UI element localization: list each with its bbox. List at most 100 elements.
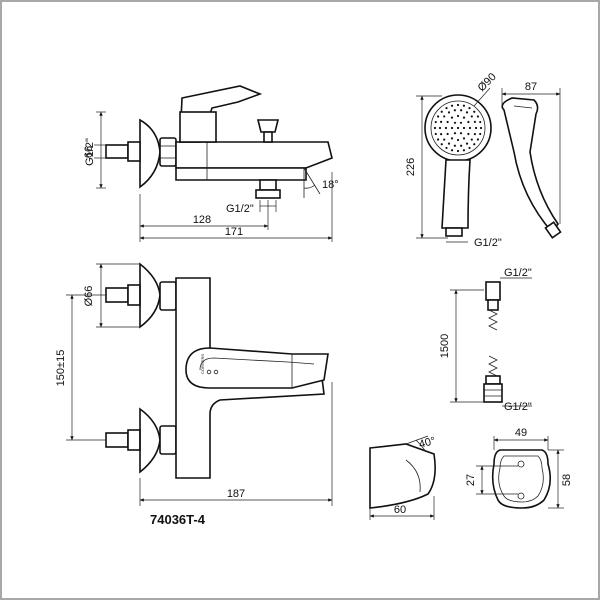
cartridge-housing (179, 111, 217, 143)
nozzle-dot (443, 138, 446, 141)
nozzle-dot (473, 110, 476, 113)
nozzle-dot (465, 111, 469, 114)
nozzle-dot (440, 143, 443, 146)
nozzle-dot (450, 137, 454, 140)
shower-handle (441, 159, 471, 229)
shower-side-profile (501, 97, 559, 234)
shower-depth: 87 (525, 81, 537, 93)
nozzle-dot (473, 120, 477, 123)
front-escutcheon-diameter: Ø66 (83, 286, 95, 307)
front-lever-handle (185, 347, 329, 389)
nozzle-dot (462, 137, 466, 140)
diverter-stem (263, 131, 273, 143)
inlet-nut (127, 141, 141, 162)
shower-outlet (259, 179, 277, 191)
nozzle-dot (467, 120, 470, 124)
spout-length: 60 (394, 504, 406, 516)
shower-thread: G1/2" (474, 237, 502, 249)
hose-bottom-sleeve (485, 375, 501, 385)
front-top-inlet-nut (127, 284, 141, 306)
shower-head-diameter: Ø90 (476, 71, 499, 94)
nozzle-dot (447, 111, 451, 114)
side-view (94, 85, 333, 242)
side-inlet-thread: G1/2" (84, 138, 96, 166)
nozzle-dot (443, 115, 446, 118)
nozzle-dot (460, 109, 463, 112)
nozzle-dot (456, 103, 460, 107)
nozzle-dot (468, 106, 471, 110)
nozzle-dot (456, 138, 460, 142)
hose-bottom-thread: G1/2" (504, 401, 532, 413)
nozzle-dot (446, 120, 449, 124)
side-spout-angle: 18° (322, 179, 339, 191)
nozzle-dot (453, 121, 457, 124)
nozzle-dot (462, 149, 466, 152)
shower-side-connector (544, 221, 562, 239)
spout-detail (369, 435, 436, 520)
holder-screw-top (517, 460, 525, 468)
spout-profile (369, 443, 436, 509)
holder-hole-spacing: 27 (465, 474, 477, 486)
front-view (66, 262, 333, 506)
nozzle-dot (460, 144, 463, 147)
front-top-flange (139, 262, 161, 329)
hand-shower (416, 87, 562, 243)
nozzle-dot (456, 126, 460, 130)
nozzle-dot (453, 144, 456, 147)
nozzle-dot (474, 126, 478, 130)
nozzle-dot (453, 109, 456, 112)
shower-outlet-nut (255, 189, 281, 199)
nozzle-dot (436, 138, 440, 141)
nozzle-dot (462, 126, 466, 130)
front-bottom-flange (139, 407, 161, 474)
nozzle-dot (440, 110, 443, 113)
nozzle-dot (447, 142, 451, 145)
nozzle-dot (450, 116, 454, 119)
hose-top-coil (488, 309, 498, 331)
nozzle-dot (462, 116, 466, 119)
nozzle-dot (456, 149, 460, 153)
indicator-hot (206, 369, 212, 375)
side-outlet-offset: 128 (193, 214, 211, 226)
holder-height: 58 (561, 474, 573, 486)
holder-width: 49 (515, 427, 527, 439)
holder-outline (491, 449, 552, 509)
hose-top-thread: G1/2" (504, 267, 532, 279)
nozzle-dot (468, 126, 472, 130)
shower-length: 226 (405, 158, 417, 176)
nozzle-dot (433, 126, 437, 130)
front-bottom-inlet-nut (127, 429, 141, 451)
mixer-body-lower (175, 167, 307, 181)
front-top-inlet-pipe (105, 287, 129, 303)
mixer-body (175, 141, 333, 169)
nozzle-dot (445, 106, 448, 110)
nozzle-dot (439, 120, 443, 123)
union-nut (159, 137, 177, 167)
nozzle-dot (473, 133, 477, 136)
hose-top-sleeve (487, 299, 499, 311)
nozzle-dot (450, 126, 454, 130)
nozzle-dot (479, 120, 482, 124)
indicator-cold (213, 369, 219, 375)
nozzle-dot (434, 132, 437, 136)
front-centers: 150±15 (55, 350, 67, 387)
nozzle-dot (462, 104, 466, 107)
wall-flange (139, 118, 161, 189)
nozzle-dot (450, 104, 454, 107)
spout-angle: 40° (418, 435, 437, 451)
nozzle-dot (479, 132, 482, 136)
hose (450, 277, 532, 407)
nozzle-dot (476, 138, 480, 141)
nozzle-dot (459, 132, 463, 135)
nozzle-dot (444, 126, 448, 130)
front-bottom-inlet-pipe (105, 432, 129, 448)
wall-holder (476, 436, 564, 509)
nozzle-dot (465, 142, 469, 145)
front-width: 187 (227, 488, 245, 500)
nozzle-dot (438, 126, 442, 130)
nozzle-dot (450, 149, 454, 152)
side-depth: 171 (225, 226, 243, 238)
nozzle-dot (459, 121, 463, 124)
nozzle-dot (434, 120, 437, 124)
